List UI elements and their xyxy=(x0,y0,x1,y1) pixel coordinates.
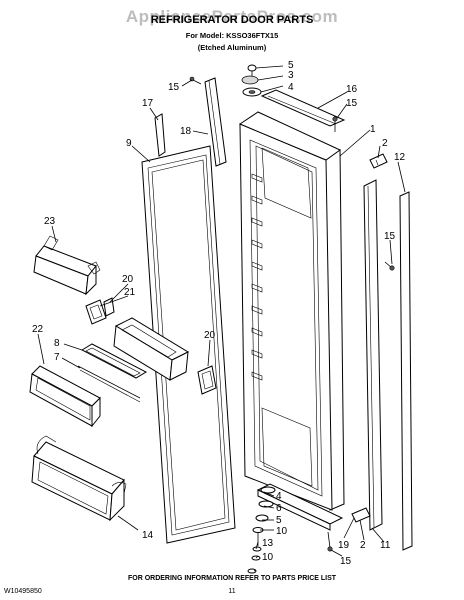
part-22-dispenser-housing xyxy=(113,317,190,381)
screw-15-top-left xyxy=(189,76,202,85)
part-1-door-liner xyxy=(238,111,345,511)
callout-11: 11 xyxy=(380,540,391,551)
callout-2-top: 2 xyxy=(382,138,388,149)
callout-5-top: 5 xyxy=(288,60,294,71)
callout-15-bottom: 15 xyxy=(340,556,352,567)
part-12-strip xyxy=(399,191,413,551)
callout-8: 8 xyxy=(54,338,60,349)
callout-23: 23 xyxy=(44,216,56,227)
part-22-bin-lower xyxy=(29,365,101,428)
part-11-channel xyxy=(363,179,383,531)
leader-lines xyxy=(37,65,406,572)
callout-7: 7 xyxy=(54,352,60,363)
callout-20-upper: 20 xyxy=(122,274,134,285)
diagram-title: REFRIGERATOR DOOR PARTS xyxy=(151,14,314,26)
callout-15-top-left: 15 xyxy=(168,82,180,93)
callout-4-bottom: 4 xyxy=(276,491,282,502)
part-2-bottom-bracket xyxy=(351,507,371,523)
callout-10-lower: 10 xyxy=(262,552,274,563)
callout-1: 1 xyxy=(370,124,376,135)
callout-14: 14 xyxy=(142,530,154,541)
callout-20-lower: 20 xyxy=(204,330,216,341)
part-20-clip-lower xyxy=(197,365,217,395)
callout-numbers: 5 3 4 15 16 15 17 18 1 2 12 9 15 23 20 2… xyxy=(32,60,406,567)
part-14-large-bin xyxy=(31,435,127,522)
callout-15-top-right: 15 xyxy=(346,98,358,109)
callout-21: 21 xyxy=(124,287,136,298)
screw-15-bottom xyxy=(327,531,333,552)
part-9-door-panel xyxy=(141,145,236,544)
screw-15-top-right xyxy=(332,116,338,132)
liner-shelf-rails xyxy=(251,173,263,381)
callout-18: 18 xyxy=(180,126,192,137)
callout-10-upper: 10 xyxy=(276,526,288,537)
part-16-top-cap xyxy=(260,89,346,127)
callout-4-top: 4 xyxy=(288,82,294,93)
callout-17: 17 xyxy=(142,98,154,109)
footer-page-number: 11 xyxy=(228,588,235,595)
callout-16: 16 xyxy=(346,84,358,95)
part-20-clip-upper xyxy=(103,297,115,317)
callout-13: 13 xyxy=(262,538,274,549)
callout-15-mid-right: 15 xyxy=(384,231,396,242)
top-hinge-assembly xyxy=(241,64,262,97)
callout-9: 9 xyxy=(126,138,132,149)
callout-6: 6 xyxy=(276,503,282,514)
screw-15-mid-right xyxy=(384,261,395,271)
finish-line: (Etched Aluminum) xyxy=(198,43,267,52)
part-7-seal xyxy=(77,365,141,403)
footer-ordering-text: FOR ORDERING INFORMATION REFER TO PARTS … xyxy=(128,575,337,582)
callout-12: 12 xyxy=(394,152,406,163)
callout-5-bottom: 5 xyxy=(276,515,282,526)
part-21-clip xyxy=(85,299,107,325)
part-18-trim xyxy=(204,77,227,167)
part-17-strip xyxy=(154,113,166,157)
bottom-hinge-assembly xyxy=(247,483,344,574)
callout-2-bottom: 2 xyxy=(360,540,366,551)
callout-3: 3 xyxy=(288,70,294,81)
callout-19: 19 xyxy=(338,540,350,551)
part-23-door-bin xyxy=(33,235,101,296)
part-8-frame xyxy=(80,343,148,379)
watermark: AppliancePartsPros.com xyxy=(126,7,338,26)
callout-22: 22 xyxy=(32,324,44,335)
model-line: For Model: KSSO36FTX15 xyxy=(186,31,279,40)
footer-doc-code: W10495850 xyxy=(4,588,42,595)
